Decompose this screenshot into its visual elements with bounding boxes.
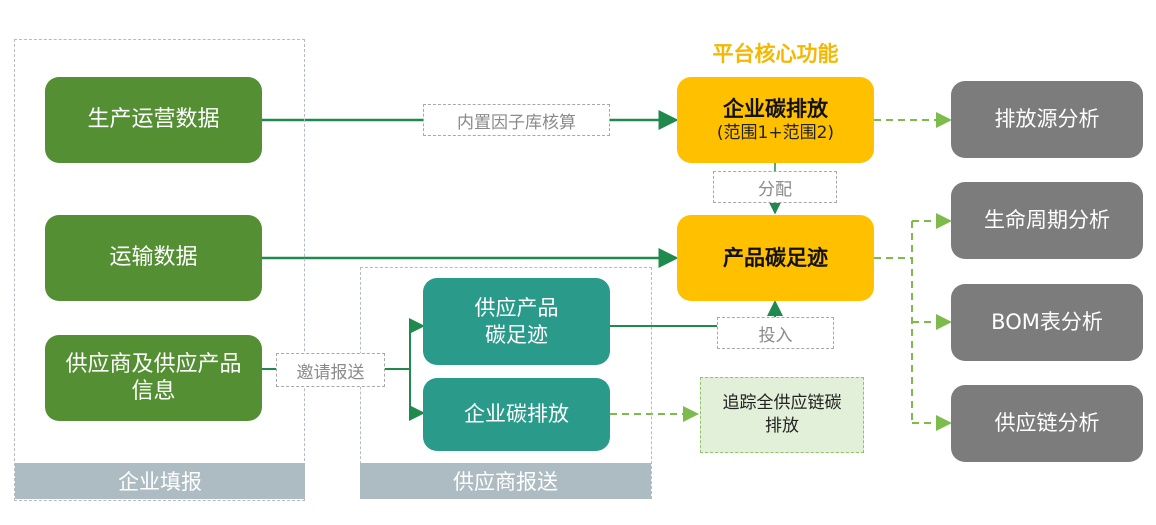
trace-line1: 追踪全供应链碳 <box>722 393 842 414</box>
node-supplier-emission-label: 企业碳排放 <box>464 402 569 427</box>
group-enterprise <box>14 39 305 501</box>
output-label-1: 排放源分析 <box>994 107 1100 132</box>
node-transport-label: 运输数据 <box>109 245 198 271</box>
node-production-data[interactable]: 生产运营数据 <box>45 77 262 163</box>
node-supplier-info-line2: 信息 <box>131 379 176 404</box>
edge-label-allocate: 分配 <box>713 171 837 203</box>
node-enterprise-scope: (范围1+范围2) <box>716 122 835 143</box>
core-title: 平台核心功能 <box>712 42 839 66</box>
edge-label-invite: 邀请报送 <box>276 353 385 387</box>
node-supplier-product-line2: 碳足迹 <box>485 322 548 347</box>
node-supplier-product-line1: 供应产品 <box>474 296 559 321</box>
node-supplier-product-footprint[interactable]: 供应产品 碳足迹 <box>423 278 610 365</box>
output-label-2: 生命周期分析 <box>984 208 1110 233</box>
node-output-emission-source[interactable]: 排放源分析 <box>951 81 1143 158</box>
group-supplier-label: 供应商报送 <box>360 463 651 499</box>
node-supplier-enterprise-emission[interactable]: 企业碳排放 <box>423 378 610 451</box>
group-enterprise-label: 企业填报 <box>15 463 305 499</box>
node-supplier-info[interactable]: 供应商及供应产品 信息 <box>45 335 262 421</box>
trace-line2: 排放 <box>765 416 799 436</box>
node-supplier-info-line1: 供应商及供应产品 <box>65 351 242 377</box>
output-label-4: 供应链分析 <box>994 411 1100 436</box>
edge-label-input: 投入 <box>717 317 834 349</box>
node-output-supply-chain[interactable]: 供应链分析 <box>951 385 1143 462</box>
trace-supply-chain-box: 追踪全供应链碳 排放 <box>700 377 864 453</box>
node-enterprise-emission-label: 企业碳排放 <box>723 97 828 122</box>
edge-label-factor-lib: 内置因子库核算 <box>423 104 610 136</box>
node-production-label: 生产运营数据 <box>87 107 220 133</box>
node-output-lifecycle[interactable]: 生命周期分析 <box>951 182 1143 259</box>
node-enterprise-emission[interactable]: 企业碳排放 (范围1+范围2) <box>677 77 874 163</box>
output-label-3: BOM表分析 <box>991 310 1103 335</box>
node-product-footprint[interactable]: 产品碳足迹 <box>677 215 874 301</box>
node-output-bom[interactable]: BOM表分析 <box>951 284 1143 361</box>
edge-invite-split-down <box>409 369 425 421</box>
node-product-footprint-label: 产品碳足迹 <box>723 245 828 270</box>
edge-invite-split-up <box>409 318 425 369</box>
node-transport-data[interactable]: 运输数据 <box>45 215 262 301</box>
